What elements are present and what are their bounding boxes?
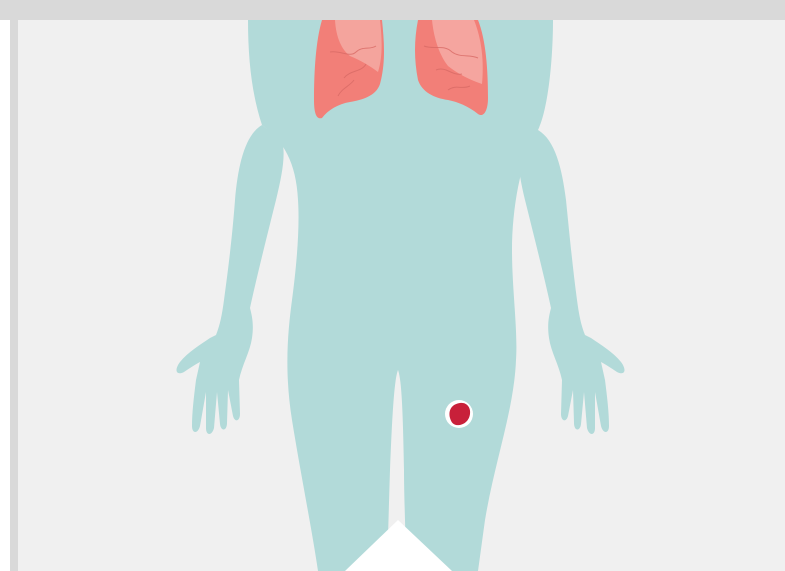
frame-top-border	[0, 0, 785, 20]
frame-left-border	[10, 0, 18, 571]
lesion-marker-icon	[445, 400, 473, 428]
